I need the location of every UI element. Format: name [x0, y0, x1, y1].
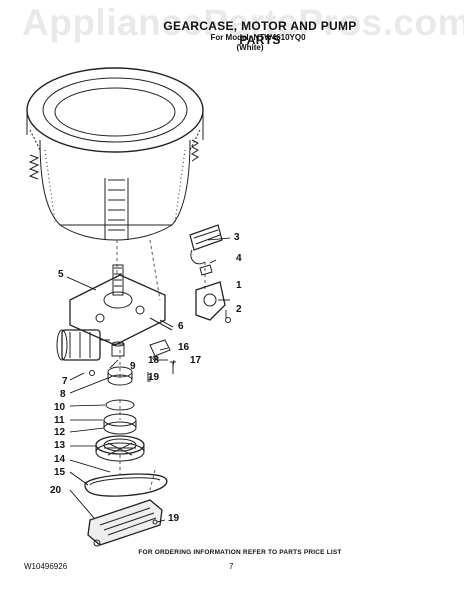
motor-mount-plate: [69, 264, 173, 346]
callout-2: 2: [236, 304, 242, 315]
callout-12: 12: [54, 427, 66, 438]
pulley-stack: [95, 366, 145, 462]
color-line: (White): [236, 43, 264, 52]
drain-pump: [195, 264, 231, 323]
callout-19-lower: 19: [168, 513, 180, 524]
callout-1: 1: [236, 280, 242, 291]
callout-13: 13: [54, 440, 66, 451]
document-number: W10496926: [24, 562, 68, 571]
callout-11: 11: [54, 415, 65, 426]
callout-10: 10: [54, 402, 66, 413]
model-line: For Model: NTW4610YQ0: [210, 33, 306, 42]
outer-tub: [26, 67, 204, 241]
callout-5: 5: [58, 269, 64, 280]
callout-16: 16: [178, 342, 190, 353]
drive-motor: [56, 329, 110, 376]
callout-9: 9: [130, 361, 136, 372]
callout-18: 18: [148, 355, 160, 366]
callout-14: 14: [54, 454, 66, 465]
pump-hose: [189, 224, 223, 265]
callout-4: 4: [236, 253, 242, 264]
ordering-note: FOR ORDERING INFORMATION REFER TO PARTS …: [138, 549, 342, 556]
callout-19-upper: 19: [148, 372, 160, 383]
callout-6: 6: [178, 321, 184, 332]
callout-3: 3: [234, 232, 240, 243]
callout-20: 20: [50, 485, 62, 496]
small-hardware: [111, 339, 176, 382]
diagram-title: GEARCASE, MOTOR AND PUMP PARTS: [163, 19, 357, 47]
callout-17: 17: [190, 355, 202, 366]
callout-8: 8: [60, 389, 66, 400]
callout-15: 15: [54, 467, 66, 478]
drive-belt: [84, 473, 168, 497]
callout-7: 7: [62, 376, 68, 387]
belt-shield: [87, 499, 163, 547]
page-number: 7: [229, 562, 234, 571]
